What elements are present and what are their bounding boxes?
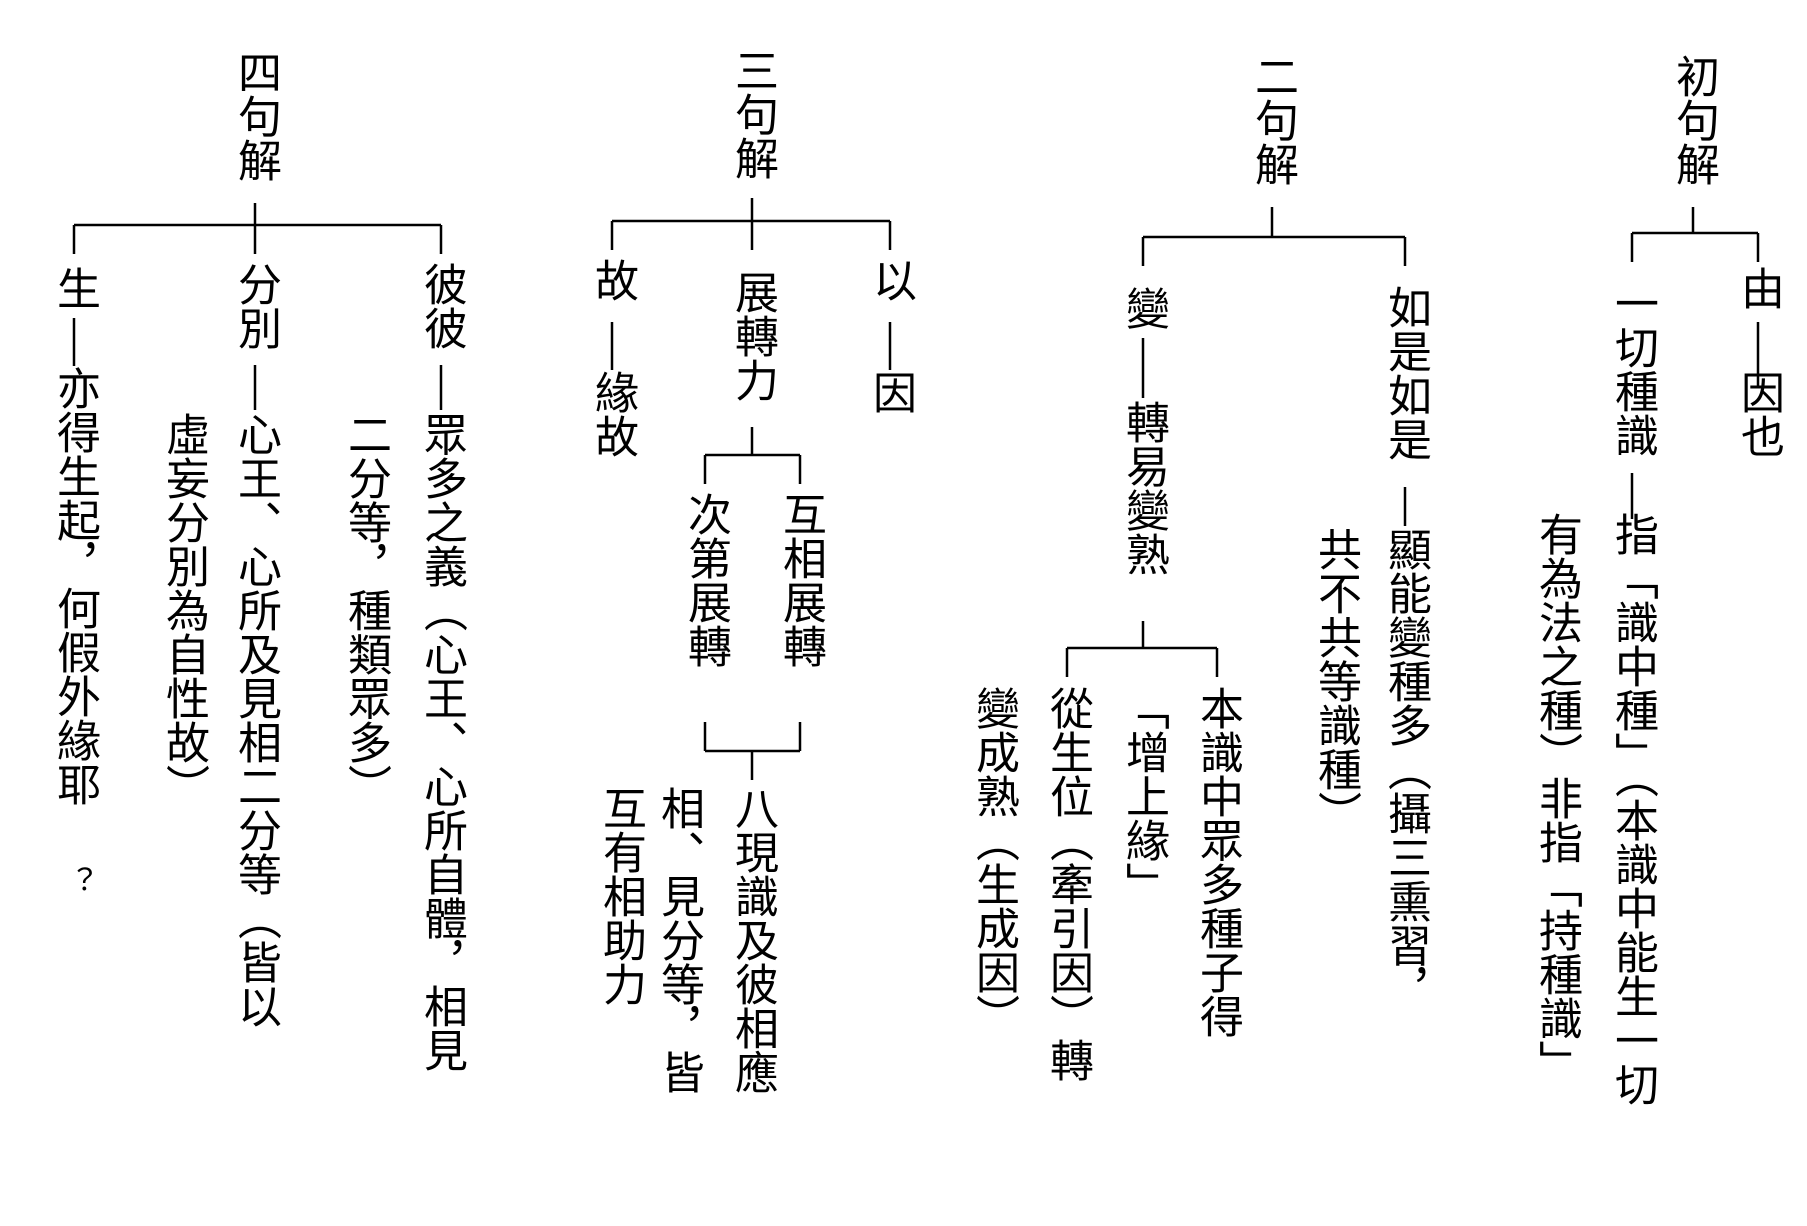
g2-sub-1: 本識中眾多種子得 [1192,686,1243,1038]
g4-question-mark: ？ [57,866,92,896]
g2-sub-2-cont: 變成熟（生成因） [968,686,1019,1038]
g2-branch-2-term: 變 [1118,286,1169,330]
g4-branch-2-gloss: 心王、心所及見相二分等（皆以 [230,412,281,1028]
g4-branch-1-term: 彼彼 [416,262,467,350]
g3-branch-3-term: 故 [587,258,638,302]
g1-branch-1-term: 由 [1733,266,1784,310]
g3-merge-3: 互有相助力 [595,786,646,1006]
g4-branch-3-gloss: 亦得生起，何假外緣耶 [49,366,100,806]
g4-branch-1-gloss-cont: 二分等，種類眾多） [340,412,391,808]
g2-branch-1-term: 如是如是 [1380,285,1431,461]
g3-sub-2: 次第展轉 [680,492,731,668]
g4-branch-3-term: 生 [49,266,100,310]
g3-branch-1-gloss: 因 [865,370,916,414]
g2-sub-2: 從生位（牽引因）轉 [1042,686,1093,1082]
g3-sub-1: 互相展轉 [775,492,826,668]
g3-title: 三句解 [727,48,778,180]
g4-branch-2-gloss-cont: 虛妄分別為自性故） [158,412,209,808]
g2-branch-2-gloss: 轉易變熟 [1118,400,1169,576]
g1-branch-2-term: 一切種識 [1607,281,1658,457]
g4-branch-2-term: 分別 [230,262,281,350]
g1-title: 初句解 [1668,54,1719,186]
g3-merge-2: 相、見分等，皆 [653,786,704,1094]
g4-title: 四句解 [230,50,281,182]
g3-merge-1: 八現識及彼相應 [727,786,778,1094]
g4-branch-1-gloss: 眾多之義（心王、心所自體，相見 [416,412,467,1072]
g2-sub-1-cont: 「增上緣」 [1118,686,1169,906]
g3-branch-1-term: 以 [865,258,916,302]
g2-branch-1-gloss: 顯能變種多（攝三熏習， [1380,527,1431,1011]
g1-branch-2-gloss-cont: 有為法之種）非指「持種識」 [1531,512,1582,1084]
g2-branch-1-gloss-cont: 共不共等識種） [1310,527,1361,835]
g3-branch-2-term: 展轉力 [727,270,778,402]
g2-title: 二句解 [1247,54,1298,186]
g1-branch-2-gloss: 指「識中種」（本識中能生一切 [1607,512,1658,1106]
g1-branch-1-gloss: 因也 [1733,370,1784,458]
g3-branch-3-gloss: 緣故 [587,370,638,458]
